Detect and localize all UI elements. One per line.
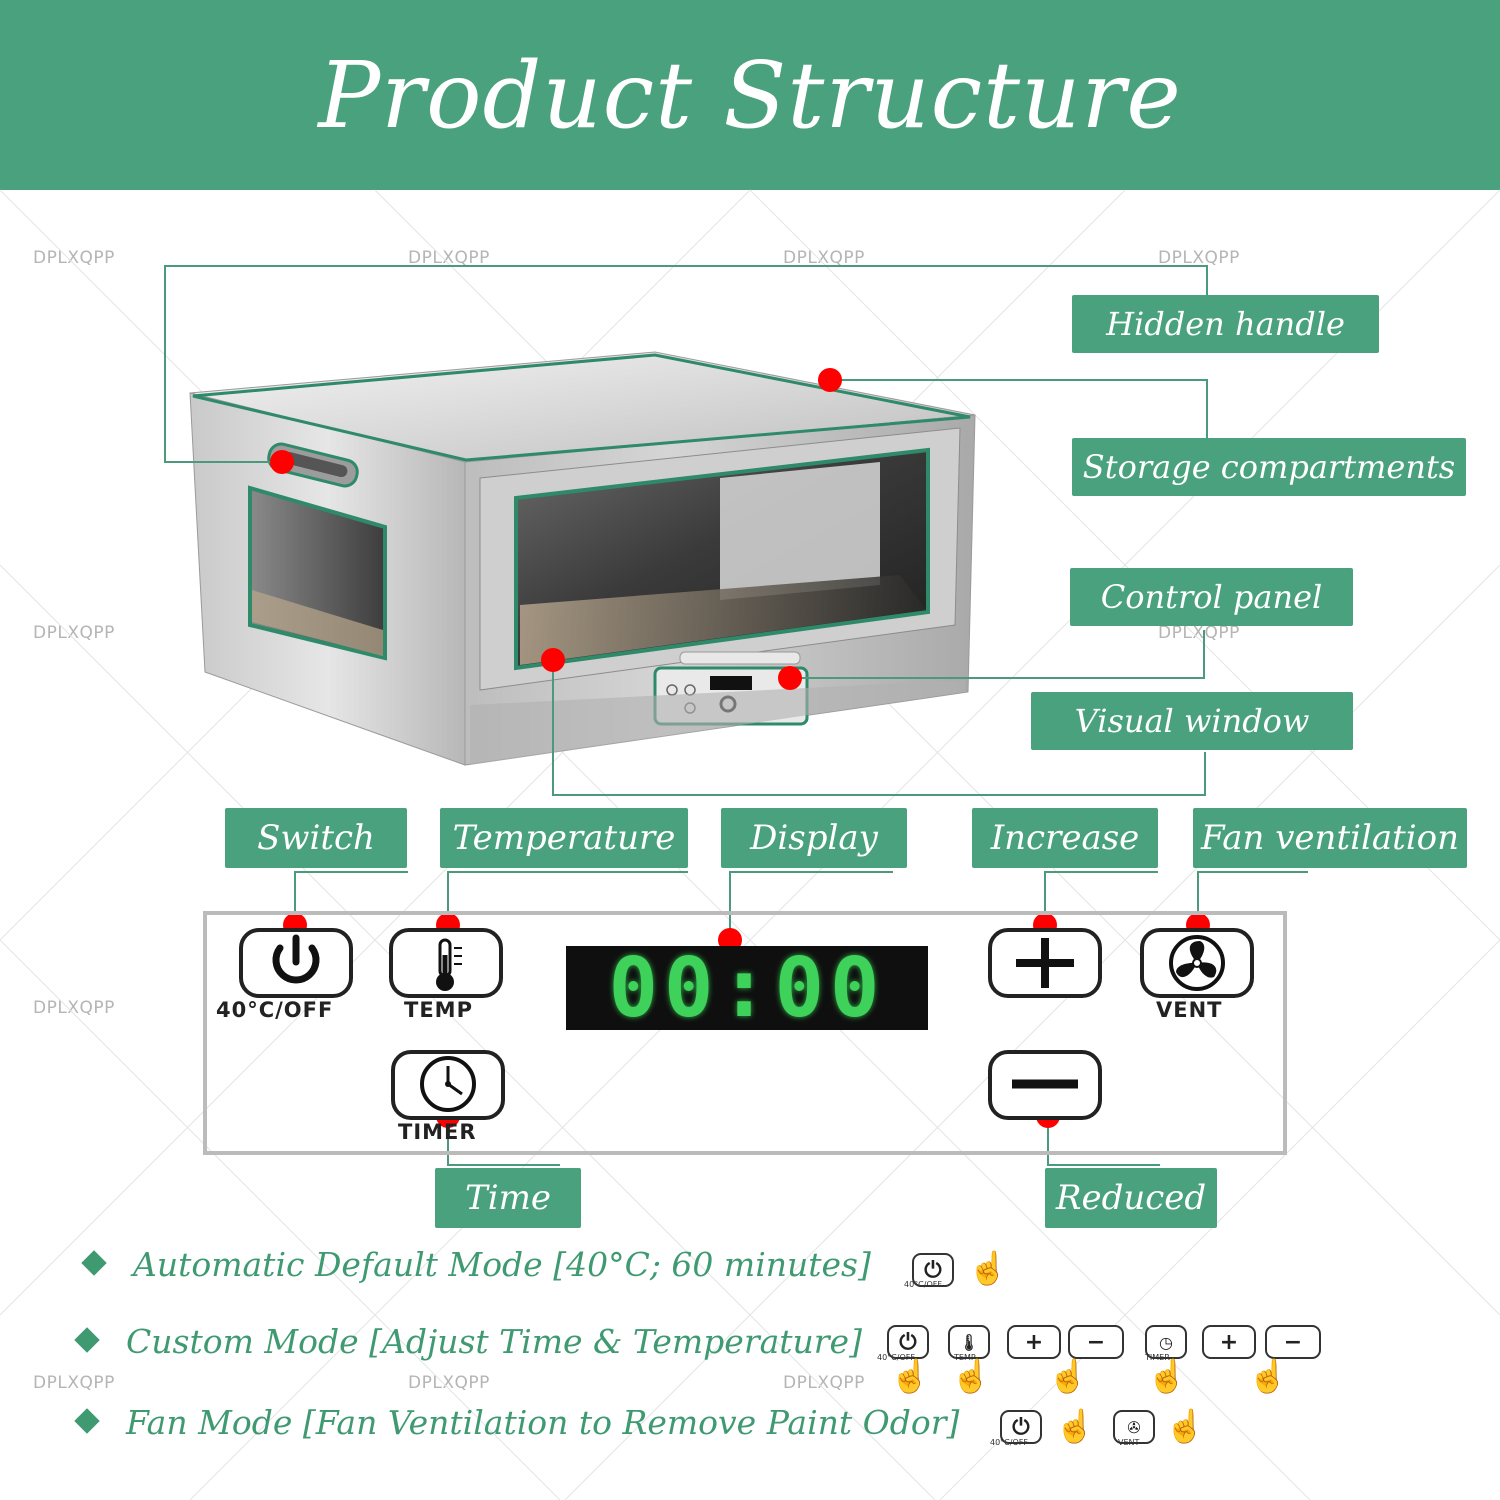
vent-button-label: VENT — [1156, 998, 1223, 1022]
clock-icon: ◷ — [1145, 1325, 1187, 1359]
power-icon: ⏻ — [1000, 1410, 1042, 1444]
watermark: DPLXQPP — [33, 623, 115, 643]
watermark: DPLXQPP — [783, 1373, 865, 1393]
watermark: DPLXQPP — [33, 1373, 115, 1393]
mini-power-label: 40°C/OFF — [877, 1353, 915, 1362]
callout-hidden-handle: Hidden handle — [1072, 295, 1379, 353]
thermometer-icon — [389, 928, 503, 998]
hand-pointer-icon: ☝ — [1055, 1407, 1095, 1445]
callout-switch: Switch — [225, 808, 407, 868]
hand-pointer-icon: ☝ — [951, 1357, 991, 1395]
mode-fan: Fan Mode [Fan Ventilation to Remove Pain… — [74, 1403, 960, 1442]
hand-pointer-icon: ☝ — [1048, 1357, 1088, 1395]
control-panel-frame — [203, 911, 1287, 1155]
power-button-label: 40°C/OFF — [216, 998, 334, 1022]
mode-custom: Custom Mode [Adjust Time & Temperature] — [74, 1322, 862, 1361]
callout-visual-window: Visual window — [1031, 692, 1353, 750]
callout-fan-ventilation: Fan ventilation — [1193, 808, 1467, 868]
power-icon: ⏻ — [887, 1325, 929, 1359]
mode-text: Automatic Default Mode [40°C; 60 minutes… — [133, 1245, 871, 1284]
fan-icon: ✇ — [1113, 1410, 1155, 1444]
minus-icon — [988, 1050, 1102, 1120]
callout-time: Time — [435, 1168, 581, 1228]
power-icon: ⏻ — [912, 1253, 954, 1287]
hand-pointer-icon: ☝ — [890, 1357, 930, 1395]
power-icon — [239, 928, 353, 998]
watermark: DPLXQPP — [1158, 248, 1240, 268]
callout-control-panel: Control panel — [1070, 568, 1353, 626]
mini-vent-label: VENT — [1118, 1438, 1140, 1447]
digital-display: 00:00 — [566, 941, 928, 1036]
mini-power-label: 40°C/OFF — [990, 1438, 1028, 1447]
timer-button-label: TIMER — [398, 1120, 477, 1144]
callout-display: Display — [721, 808, 907, 868]
minus-icon: − — [1068, 1325, 1124, 1359]
leader-lines — [164, 265, 1308, 1166]
watermark: DPLXQPP — [1158, 623, 1240, 643]
mode-text: Fan Mode [Fan Ventilation to Remove Pain… — [126, 1403, 960, 1442]
thermometer-icon: 🌡 — [948, 1325, 990, 1359]
mini-timer-label: TIMER — [1145, 1353, 1170, 1362]
bullet-diamond — [74, 1408, 100, 1434]
temp-button-label: TEMP — [404, 998, 473, 1022]
plus-icon — [988, 928, 1102, 998]
bullet-diamond — [74, 1327, 100, 1353]
mini-power-label: 40°C/OFF — [904, 1280, 942, 1289]
mode-automatic: Automatic Default Mode [40°C; 60 minutes… — [81, 1245, 871, 1284]
watermark: DPLXQPP — [33, 998, 115, 1018]
watermark: DPLXQPP — [408, 1373, 490, 1393]
watermark: DPLXQPP — [33, 248, 115, 268]
hand-pointer-icon: ☝ — [1165, 1407, 1205, 1445]
callout-increase: Increase — [972, 808, 1158, 868]
mini-temp-label: TEMP — [954, 1353, 976, 1362]
header-banner: Product Structure — [0, 0, 1500, 190]
callout-temperature: Temperature — [440, 808, 688, 868]
hand-pointer-icon: ☝ — [1248, 1357, 1288, 1395]
callout-storage-compartments: Storage compartments — [1072, 438, 1466, 496]
hand-pointer-icon: ☝ — [1147, 1357, 1187, 1395]
watermark: DPLXQPP — [408, 248, 490, 268]
watermark: DPLXQPP — [783, 248, 865, 268]
page-title: Product Structure — [318, 41, 1182, 149]
cabinet — [189, 351, 976, 766]
clock-icon — [391, 1050, 505, 1120]
fan-icon — [1140, 928, 1254, 998]
plus-icon: + — [1007, 1325, 1061, 1359]
minus-icon: − — [1265, 1325, 1321, 1359]
bullet-diamond — [81, 1250, 107, 1276]
mode-text: Custom Mode [Adjust Time & Temperature] — [126, 1322, 862, 1361]
hand-pointer-icon: ☝ — [968, 1249, 1008, 1287]
callout-reduced: Reduced — [1045, 1168, 1217, 1228]
plus-icon: + — [1202, 1325, 1256, 1359]
